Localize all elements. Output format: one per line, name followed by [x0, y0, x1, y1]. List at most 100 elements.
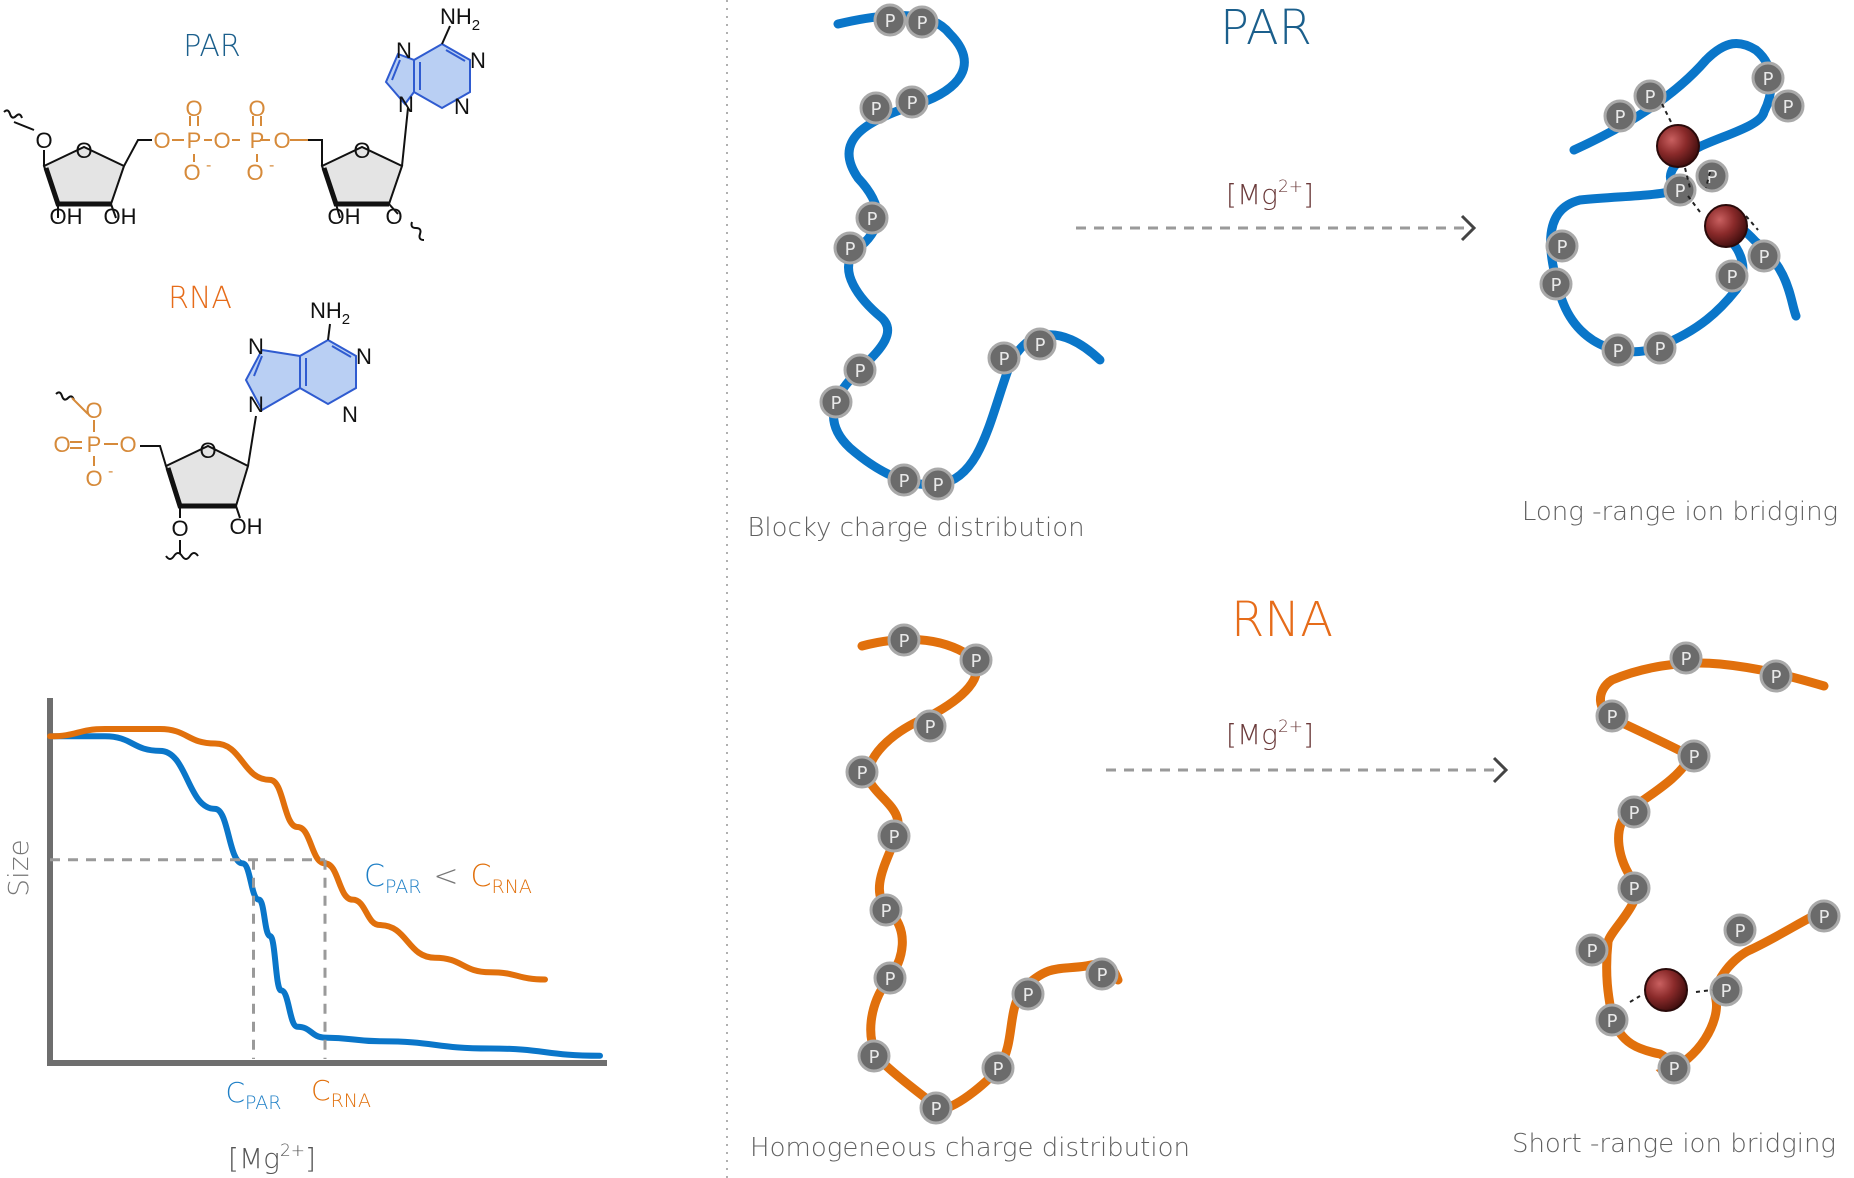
- phosphate-bead-label: P: [1783, 97, 1794, 118]
- phosphate-bead-circle: [843, 353, 877, 387]
- par-atom-o-ester1: O: [153, 128, 170, 153]
- phosphate-bead-circle: [921, 467, 955, 501]
- rna-right-caption: Short -range ion bridging: [1512, 1129, 1836, 1159]
- phosphate-bead-label: P: [1629, 803, 1640, 824]
- phosphate-bead-circle: [1601, 333, 1635, 367]
- phosphate-bead-label: P: [1759, 247, 1770, 268]
- phosphate-bead-circle: [1771, 89, 1805, 123]
- phosphate-bead-label: P: [931, 1099, 942, 1120]
- phosphate-bead-circle: [1617, 795, 1651, 829]
- rna-base-doublebonds: [253, 345, 352, 386]
- phosphate-bead-label: P: [1669, 1059, 1680, 1080]
- par-atom-oh3: OH: [328, 204, 361, 229]
- par-ion-bonds: [1661, 103, 1759, 231]
- phosphate-bead-label: P: [857, 763, 868, 784]
- par-atom-o-bridge: O: [213, 128, 230, 153]
- par-left-phosphate-bead-7: P: [843, 353, 877, 387]
- rna-atom-n9: N: [248, 392, 264, 417]
- par-atom-o-top1: O: [185, 96, 202, 121]
- phosphate-bead-label: P: [845, 239, 856, 260]
- par-right-phosphate-bead-2: P: [1633, 79, 1667, 113]
- phosphate-bead-circle: [1695, 159, 1729, 193]
- phosphate-bead-circle: [1617, 871, 1651, 905]
- rna-right-phosphate-bead-4: P: [1677, 739, 1711, 773]
- rna-left-phosphate-bead-4: P: [845, 755, 879, 789]
- phosphate-bead-label: P: [1587, 941, 1598, 962]
- par-left-phosphate-bead-10: P: [921, 467, 955, 501]
- rna-left-phosphate-bead-6: P: [869, 893, 903, 927]
- par-atom-o-left: O: [35, 128, 52, 153]
- rna-nh2: NH2: [310, 298, 350, 328]
- phosphate-bead-circle: [1595, 1003, 1629, 1037]
- phosphate-bead-label: P: [999, 349, 1010, 370]
- phosphate-bead-circle: [873, 3, 907, 37]
- rna-left-phosphate-bead-11: P: [1011, 977, 1045, 1011]
- par-atom-o-minus2: O: [246, 160, 263, 185]
- rna-right-phosphate-bead-2: P: [1759, 659, 1793, 693]
- par-right-phosphate-bead-11: P: [1715, 259, 1749, 293]
- rna-arrow-label: [Mg2+]: [1226, 717, 1314, 751]
- phosphate-bead-label: P: [899, 471, 910, 492]
- rna-arrow-head: [1492, 756, 1509, 784]
- series-line-rna: [47, 726, 548, 983]
- phosphate-bead-label: P: [1615, 107, 1626, 128]
- par-nh2: NH2: [440, 4, 480, 34]
- par-right-phosphate-bead-4: P: [1771, 89, 1805, 123]
- phosphate-bead-circle: [887, 623, 921, 657]
- par-atom-o-ribose: O: [385, 204, 402, 229]
- phosphate-bead-circle: [1677, 739, 1711, 773]
- par-atom-p2: P: [250, 128, 265, 153]
- phosphate-bead-label: P: [831, 393, 842, 414]
- par-right-phosphate-bead-10: P: [1643, 331, 1677, 365]
- phosphate-bead-label: P: [1607, 1011, 1618, 1032]
- rna-left-phosphate-bead-1: P: [887, 623, 921, 657]
- par-left-phosphate-bead-9: P: [887, 463, 921, 497]
- par-left-phosphate-bead-12: P: [1023, 327, 1057, 361]
- rna-left-phosphate-bead-9: P: [919, 1091, 953, 1125]
- phosphate-bead-circle: [919, 1091, 953, 1125]
- phosphate-bead-circle: [1751, 61, 1785, 95]
- par-atom-oh2: OH: [104, 204, 137, 229]
- phosphate-bead-circle: [981, 1051, 1015, 1085]
- rna-atom-p: P: [87, 432, 102, 457]
- par-atom-o-ring2: O: [353, 138, 370, 163]
- rna-atom-o-ring: O: [199, 438, 216, 463]
- rna-right-phosphate-bead-8: P: [1595, 1003, 1629, 1037]
- par-right-phosphate-bead-12: P: [1747, 239, 1781, 273]
- rna-atom-o-3: O: [171, 516, 188, 541]
- phosphate-bead-label: P: [1689, 747, 1700, 768]
- rna-atom-o-ester: O: [119, 432, 136, 457]
- par-wavy-2: [410, 221, 425, 241]
- rna-bonds: [140, 415, 257, 519]
- phosphate-bead-label: P: [1681, 649, 1692, 670]
- par-left-phosphate-bead-5: P: [855, 201, 889, 235]
- phosphate-bead-label: P: [1727, 267, 1738, 288]
- rna-left-phosphate-bead-3: P: [913, 709, 947, 743]
- phosphate-bead-circle: [1545, 229, 1579, 263]
- par-atom-p1: P: [187, 128, 202, 153]
- phosphate-bead-circle: [895, 85, 929, 119]
- c-par-marker-label: CPAR: [225, 1076, 281, 1114]
- phosphate-bead-circle: [859, 91, 893, 125]
- phosphate-bead-label: P: [1819, 907, 1830, 928]
- phosphate-bead-circle: [1595, 699, 1629, 733]
- rna-right-phosphate-bead-3: P: [1595, 699, 1629, 733]
- rna-right-phosphate-bead-7: P: [1575, 933, 1609, 967]
- rna-right-phosphate-bead-6: P: [1617, 871, 1651, 905]
- par-atom-o-minus1: O: [183, 160, 200, 185]
- par-base-doublebonds: [391, 49, 466, 90]
- rna-phosphate-bonds: [70, 397, 118, 466]
- phosphate-bead-label: P: [869, 1047, 880, 1068]
- par-right-phosphate-bead-3: P: [1751, 61, 1785, 95]
- phosphate-bead-label: P: [1551, 275, 1562, 296]
- phosphate-bead-circle: [1011, 977, 1045, 1011]
- rna-left-phosphate-bead-2: P: [959, 643, 993, 677]
- phosphate-bead-label: P: [855, 361, 866, 382]
- rna-atom-n7: N: [248, 334, 264, 359]
- par-atom-o-ester2: O: [273, 128, 290, 153]
- phosphate-bead-circle: [1575, 933, 1609, 967]
- graph-dynamic: [47, 726, 603, 1059]
- phosphate-bead-label: P: [993, 1059, 1004, 1080]
